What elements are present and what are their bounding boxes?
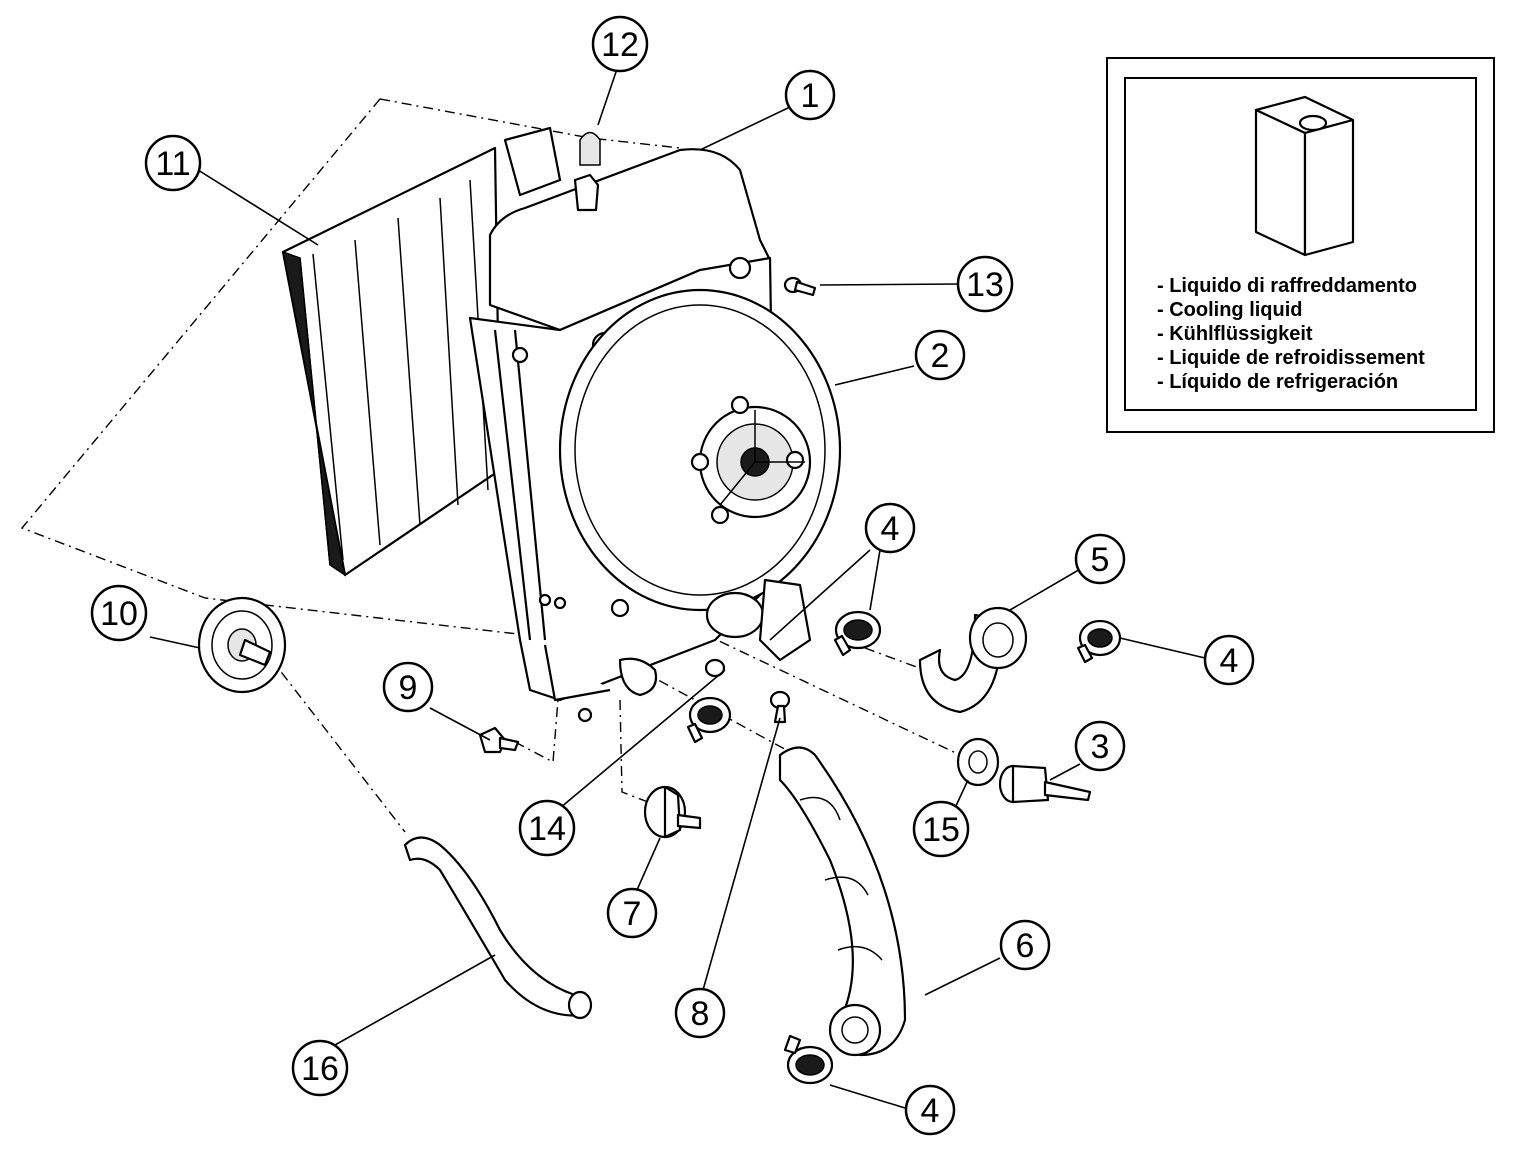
callout-label: 9: [399, 669, 418, 707]
sensor-housing: [618, 578, 812, 697]
legend-line-de: - Kühlflüssigkeit: [1157, 323, 1313, 345]
hose-clamp: [1076, 619, 1122, 664]
drain-bolt: [478, 726, 520, 754]
callout-3: 3: [1074, 720, 1126, 772]
legend-line-es: - Líquido de refrigeración: [1157, 371, 1399, 393]
callout-8: 8: [674, 987, 726, 1039]
callout-label: 3: [1091, 728, 1110, 766]
leader-lines: [149, 68, 1206, 1109]
hose-16: [403, 836, 593, 1020]
callout-4: 4: [904, 1084, 956, 1136]
callout-13: 13: [956, 255, 1014, 313]
filler-cap: [197, 596, 287, 694]
callout-11: 11: [144, 134, 202, 192]
callout-label: 5: [1091, 541, 1110, 579]
legend-line-it: - Liquido di raffreddamento: [1157, 275, 1417, 297]
callout-15: 15: [912, 800, 970, 858]
callout-label: 12: [601, 26, 639, 64]
callout-5: 5: [1074, 533, 1126, 585]
retaining-clip: [956, 737, 1000, 787]
sensor-dashdot: [699, 631, 961, 756]
callout-10: 10: [90, 584, 148, 642]
callout-7: 7: [606, 887, 658, 939]
screw-8: [769, 690, 791, 724]
callout-label: 11: [155, 145, 190, 183]
hose-5: [918, 606, 1028, 714]
callout-label: 4: [881, 510, 900, 548]
hose-clamp: [686, 696, 732, 744]
cooling-fan: [558, 288, 842, 612]
coolant-container-icon: [1254, 95, 1355, 257]
callout-4: 4: [864, 502, 916, 554]
callout-14: 14: [518, 799, 576, 857]
callout-4: 4: [1203, 634, 1255, 686]
callout-6: 6: [999, 919, 1051, 971]
legend-line-fr: - Liquide de refroidissement: [1157, 347, 1425, 369]
hose-16-dashdot: [267, 654, 406, 833]
legend-line-en: - Cooling liquid: [1157, 299, 1303, 321]
callout-label: 15: [922, 811, 960, 849]
rubber-plug: [643, 785, 702, 839]
callout-label: 10: [100, 595, 138, 633]
hose-6: [778, 746, 907, 1057]
coolant-legend-box: [1106, 57, 1495, 433]
callout-label: 4: [921, 1092, 940, 1130]
assembly-dashdot-outline: [20, 98, 681, 637]
callout-label: 16: [301, 1050, 339, 1088]
o-ring-14: [704, 658, 726, 678]
fan-shroud: [281, 146, 502, 577]
screw-13: [783, 276, 817, 297]
hose-clamp: [833, 610, 882, 657]
callout-label: 6: [1016, 927, 1035, 965]
callout-label: 8: [691, 995, 710, 1033]
fan-hose-dashdot: [639, 669, 791, 753]
callout-label: 7: [623, 895, 642, 933]
callout-1: 1: [784, 69, 836, 121]
callout-2: 2: [914, 329, 966, 381]
hose-clamp: [783, 1034, 834, 1085]
callout-16: 16: [291, 1039, 349, 1097]
bolt-9-dashdot: [514, 699, 559, 764]
callout-label: 13: [966, 266, 1004, 304]
callout-label: 14: [528, 810, 566, 848]
callout-12: 12: [591, 15, 649, 73]
callout-9: 9: [382, 661, 434, 713]
callout-label: 2: [931, 337, 950, 375]
temperature-sensor: [998, 764, 1092, 804]
callout-label: 4: [1220, 642, 1239, 680]
callout-label: 1: [801, 77, 820, 115]
plug-7-dashdot: [619, 699, 649, 803]
